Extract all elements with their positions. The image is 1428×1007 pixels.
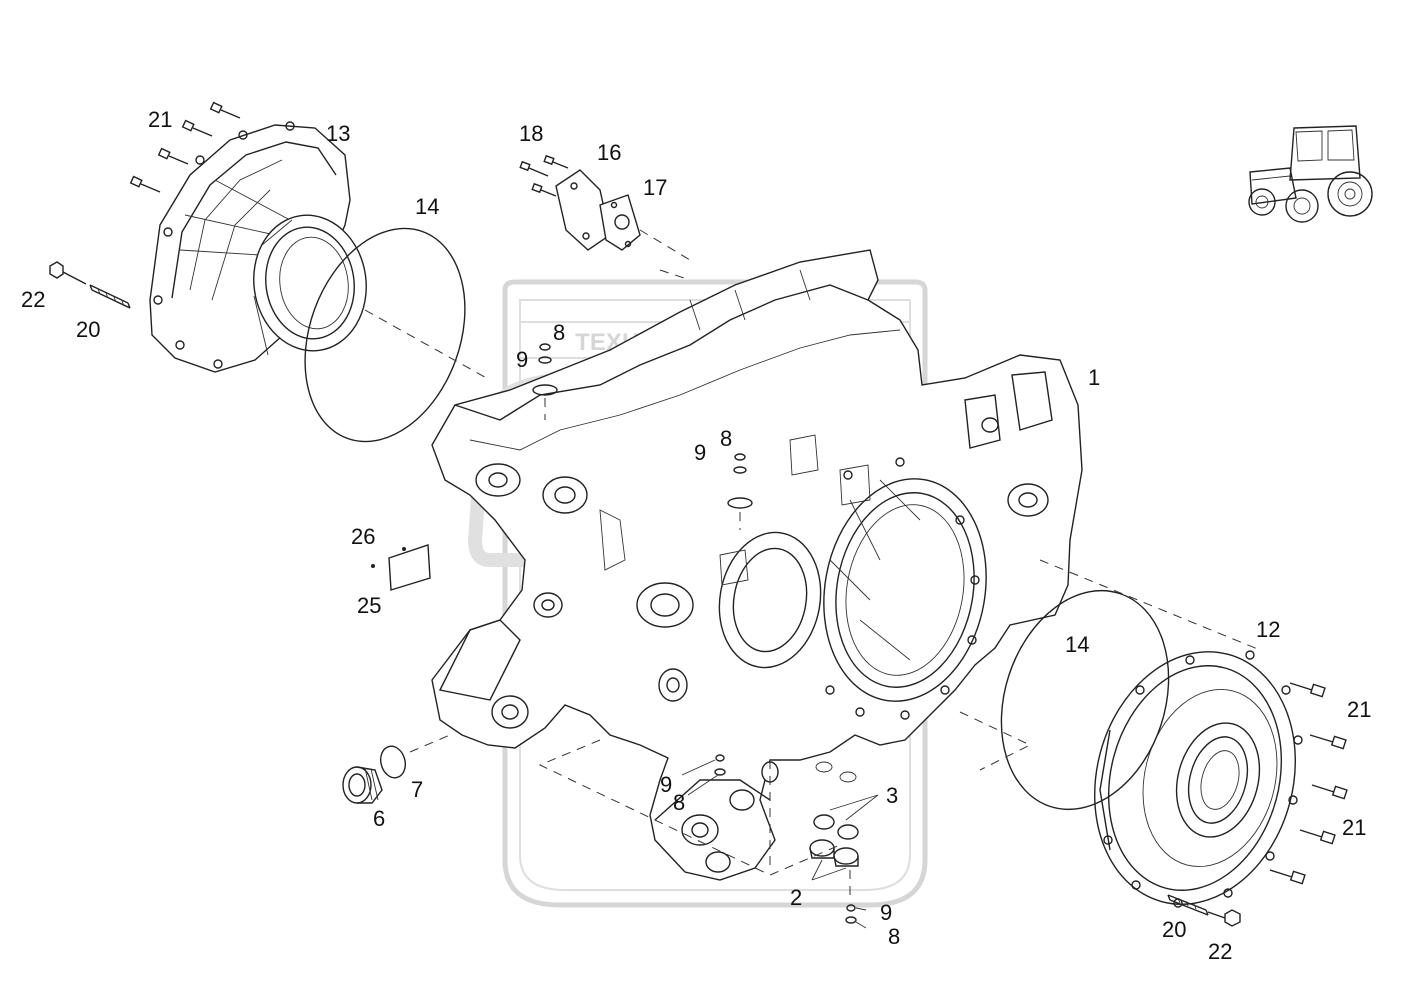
callout-12: 12 xyxy=(1256,617,1280,642)
callout-20-left: 20 xyxy=(76,317,100,342)
callout-9-center: 9 xyxy=(694,440,706,465)
part-7-seal-ring xyxy=(379,745,407,779)
callout-8-top: 8 xyxy=(553,320,565,345)
callout-1: 1 xyxy=(1088,365,1100,390)
alignment-lines xyxy=(364,229,1261,900)
callout-21-right-bottom: 21 xyxy=(1342,815,1366,840)
stud-20-nut-22-left xyxy=(49,261,131,309)
parts-2-3-drain-plugs xyxy=(809,761,859,867)
part-25-label-plate xyxy=(371,544,431,591)
callout-6: 6 xyxy=(373,806,385,831)
callout-9-lower: 9 xyxy=(660,772,672,797)
callout-16: 16 xyxy=(597,140,621,165)
bolts-18 xyxy=(519,154,569,197)
callout-9-bottom: 9 xyxy=(880,900,892,925)
bolts-21-left xyxy=(129,101,241,193)
callout-20-right: 20 xyxy=(1162,917,1186,942)
callout-17: 17 xyxy=(643,175,667,200)
callout-21-left: 21 xyxy=(148,107,172,132)
callout-8-lower: 8 xyxy=(673,790,685,815)
callout-8-center: 8 xyxy=(720,426,732,451)
o-ring-14-right xyxy=(1000,589,1170,811)
callout-18: 18 xyxy=(519,121,543,146)
callout-26: 26 xyxy=(351,524,375,549)
callout-14-left: 14 xyxy=(415,194,439,219)
callout-14-right: 14 xyxy=(1065,632,1089,657)
callout-2: 2 xyxy=(790,885,802,910)
callout-21-right-top: 21 xyxy=(1347,697,1371,722)
callout-3: 3 xyxy=(886,783,898,808)
callout-13: 13 xyxy=(326,121,350,146)
callout-7: 7 xyxy=(411,777,423,802)
part-17-gasket xyxy=(599,194,641,251)
callout-22-left: 22 xyxy=(21,287,45,312)
bolts-21-right xyxy=(1269,682,1348,885)
callout-8-bottom: 8 xyxy=(888,924,900,949)
part-13-left-flange-housing xyxy=(149,121,367,373)
part-1-main-housing xyxy=(431,249,1083,881)
callout-22-right: 22 xyxy=(1208,939,1232,964)
callout-25: 25 xyxy=(357,593,381,618)
stud-20-nut-22-right xyxy=(1167,894,1241,927)
callout-labels: 1 2 3 6 7 8 8 8 8 9 9 9 9 12 13 14 14 16… xyxy=(21,107,1371,964)
tractor-icon xyxy=(1248,125,1373,223)
part-6-plug xyxy=(342,766,383,804)
callout-9-top: 9 xyxy=(516,347,528,372)
washers-8-9 xyxy=(532,343,857,924)
part-12-right-flange xyxy=(1094,650,1303,908)
leader-lines xyxy=(681,759,879,929)
